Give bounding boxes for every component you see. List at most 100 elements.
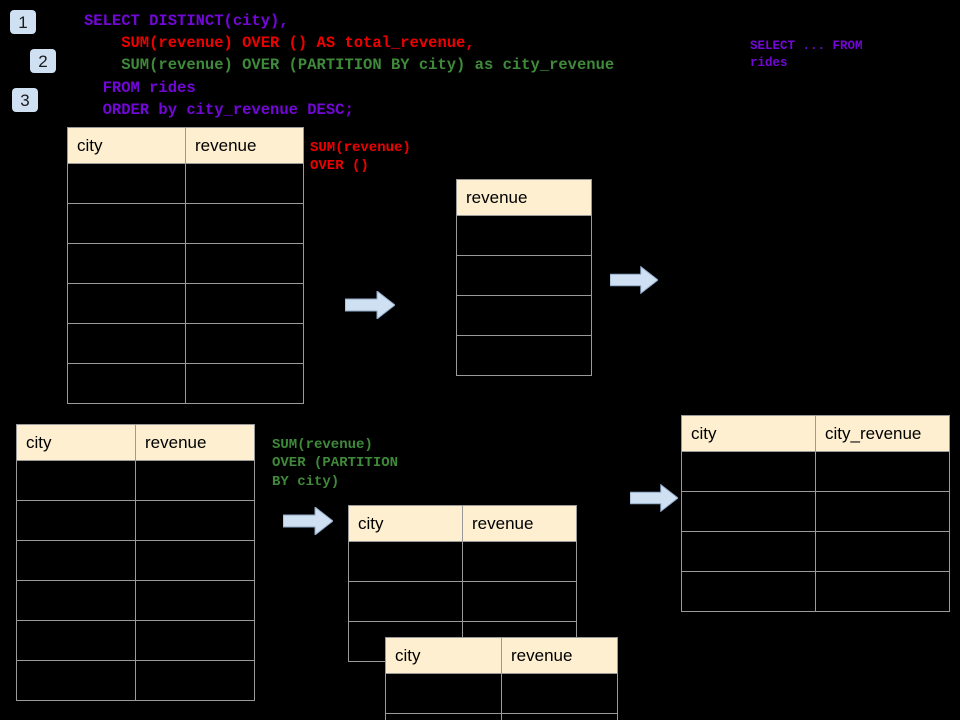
table-cell [67,283,186,324]
column-header-revenue: revenue [456,179,592,216]
table-header-row: city revenue [67,127,304,164]
column-header-city: city [67,127,186,164]
column-header-revenue: revenue [135,424,255,461]
table-cell [135,540,255,581]
table-cell [135,580,255,621]
sql-line-sum-over-empty: SUM(revenue) OVER () AS total_revenue, [84,34,475,52]
step-badge-1: 1 [10,10,36,34]
table-cell [185,203,304,244]
table-row [681,571,950,612]
table-body [67,163,304,404]
table-cell [67,243,186,284]
table-cell [67,163,186,204]
table-cell [135,620,255,661]
table-header-row: revenue [456,179,592,216]
sql-line-order-by: ORDER by city_revenue DESC; [84,101,354,119]
table-row [16,620,255,661]
table-cell [135,500,255,541]
column-header-city: city [681,415,816,452]
table-row [456,215,592,256]
table-body [348,541,577,662]
table-cell [16,620,136,661]
column-header-city: city [348,505,463,542]
arrow-source-to-total [345,291,395,319]
table-cell [67,323,186,364]
table-cell [815,491,950,532]
table-cell [185,323,304,364]
table-row [67,243,304,284]
table-cell [16,460,136,501]
table-cell [385,673,502,714]
table-row [681,531,950,572]
table-header-row: city revenue [16,424,255,461]
table-row [456,255,592,296]
table-cell [815,531,950,572]
table-rides-source-top: city revenue [67,127,304,404]
table-cell [462,581,577,622]
table-header-row: city revenue [348,505,577,542]
column-header-city: city [385,637,502,674]
table-cell [501,673,618,714]
column-header-city: city [16,424,136,461]
table-cell [185,363,304,404]
table-cell [681,571,816,612]
column-header-city-revenue: city_revenue [815,415,950,452]
table-body [385,673,618,720]
table-cell [185,163,304,204]
table-cell [348,541,463,582]
table-cell [456,335,592,376]
step-badge-3: 3 [12,88,38,112]
arrow-total-to-result [610,266,658,294]
table-cell [456,255,592,296]
table-row [16,580,255,621]
table-cell [16,540,136,581]
table-cell [462,541,577,582]
annotation-select-from-rides: SELECT ... FROM rides [750,39,863,70]
table-cell [681,491,816,532]
table-row [67,323,304,364]
arrow-partition-to-result [630,484,678,512]
table-cell [456,295,592,336]
table-row [456,335,592,376]
table-row [348,581,577,622]
table-header-row: city city_revenue [681,415,950,452]
table-cell [67,363,186,404]
column-header-revenue: revenue [501,637,618,674]
column-header-revenue: revenue [462,505,577,542]
table-partition-group-back: city revenue [348,505,577,662]
table-row [385,673,618,714]
table-row [16,540,255,581]
table-total-revenue: revenue [456,179,592,376]
table-cell [185,283,304,324]
table-body [456,215,592,376]
table-row [16,660,255,701]
annotation-sum-over-empty: SUM(revenue) OVER () [310,140,411,175]
table-cell [16,580,136,621]
table-row [67,363,304,404]
table-row [681,491,950,532]
table-row [348,541,577,582]
table-cell [135,460,255,501]
table-row [681,451,950,492]
table-body [681,451,950,612]
table-row [385,713,618,720]
table-row [456,295,592,336]
column-header-revenue: revenue [185,127,304,164]
table-header-row: city revenue [385,637,618,674]
table-row [16,500,255,541]
table-row [67,203,304,244]
step-badge-2: 2 [30,49,56,73]
annotation-sum-over-partition: SUM(revenue) OVER (PARTITION BY city) [272,437,399,490]
table-row [67,163,304,204]
table-row [67,283,304,324]
table-partition-group-front: city revenue [385,637,618,720]
table-cell [135,660,255,701]
table-rides-source-bottom: city revenue [16,424,255,701]
table-cell [67,203,186,244]
table-final-result: city city_revenue [681,415,950,612]
table-cell [16,500,136,541]
table-row [16,460,255,501]
arrow-source-to-partition [283,507,333,535]
table-cell [815,451,950,492]
table-cell [681,531,816,572]
